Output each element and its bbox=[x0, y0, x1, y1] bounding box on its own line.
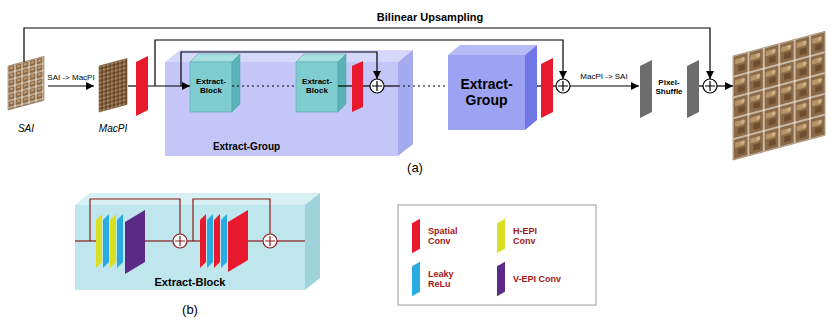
sum-node bbox=[558, 81, 568, 91]
flow-line bbox=[248, 240, 263, 241]
extract-block: Extract-Block bbox=[75, 205, 305, 290]
group-front-face bbox=[448, 55, 525, 130]
flow-line bbox=[570, 85, 639, 86]
block-front-face bbox=[296, 62, 338, 112]
extract-group: Extract-Group bbox=[448, 55, 525, 130]
block-side-face bbox=[338, 54, 346, 112]
connector bbox=[398, 85, 448, 86]
image-panel: MacPI bbox=[94, 56, 132, 134]
flow-line bbox=[277, 240, 305, 241]
group-side-face bbox=[398, 50, 413, 156]
block-side-face bbox=[232, 54, 240, 112]
legend-item: Spatial Conv bbox=[412, 218, 476, 254]
leaky-relu-layer bbox=[207, 214, 213, 268]
spatial-conv-layer bbox=[200, 214, 206, 268]
sum-node bbox=[173, 234, 187, 248]
sum-node bbox=[370, 79, 384, 93]
macpi-image bbox=[99, 58, 127, 112]
flow-line bbox=[363, 85, 370, 86]
pixel-shuffle: Pixel-Shuffle bbox=[638, 62, 700, 114]
v-epi-conv-layer bbox=[125, 210, 145, 274]
extract-block: Extract-Block bbox=[190, 62, 232, 112]
flow-line bbox=[128, 85, 136, 86]
legend-label: Spatial Conv bbox=[428, 226, 476, 246]
node-label: SAI bbox=[18, 123, 34, 134]
leaky-relu-layer bbox=[103, 214, 109, 268]
legend-swatch bbox=[497, 219, 505, 254]
flow-line bbox=[717, 85, 733, 86]
legend-item: Leaky ReLu bbox=[412, 261, 476, 297]
h-epi-conv-layer bbox=[96, 214, 102, 268]
output-image bbox=[733, 31, 825, 160]
flow-line bbox=[338, 85, 352, 86]
connector-label: SAI -> MacPI bbox=[47, 73, 94, 82]
pixel-shuffle-layer bbox=[687, 60, 699, 118]
sum-node bbox=[265, 236, 275, 246]
legend-label: H-EPI Conv bbox=[513, 226, 561, 246]
flow-line bbox=[384, 85, 398, 86]
connector bbox=[48, 85, 94, 86]
legend-label: Leaky ReLu bbox=[428, 269, 476, 289]
legend-frame bbox=[398, 205, 596, 305]
node-label: Extract-Group bbox=[450, 77, 524, 108]
panel-label: (b) bbox=[180, 302, 200, 317]
extract-block: Extract-Block bbox=[296, 62, 338, 112]
sum-node bbox=[175, 236, 185, 246]
legend-swatch bbox=[412, 219, 420, 254]
legend-label: V-EPI Conv bbox=[513, 274, 561, 284]
spatial-conv-layer bbox=[541, 58, 553, 118]
legend-swatch bbox=[412, 262, 420, 297]
block-top-face bbox=[190, 54, 240, 62]
flow-line bbox=[148, 85, 190, 86]
spatial-conv-layer bbox=[136, 56, 148, 116]
spatial-conv-layer bbox=[214, 214, 220, 268]
node-label: Extract-Block bbox=[191, 78, 231, 96]
leaky-relu-layer bbox=[117, 214, 123, 268]
legend-swatch bbox=[497, 262, 505, 297]
block-side-face bbox=[305, 193, 320, 290]
sai-image bbox=[8, 56, 44, 110]
sum-node bbox=[372, 81, 382, 91]
flow-line bbox=[187, 240, 200, 241]
node-label: MacPI bbox=[99, 123, 127, 134]
spatial-conv-layer bbox=[228, 210, 248, 272]
legend-item: V-EPI Conv bbox=[497, 261, 561, 297]
flow-line bbox=[145, 240, 173, 241]
flow-line bbox=[75, 240, 96, 241]
block-top-face bbox=[296, 54, 346, 62]
connector bbox=[232, 85, 296, 86]
sum-node bbox=[556, 79, 570, 93]
leaky-relu-layer bbox=[221, 214, 227, 268]
node-label: Extract-Block bbox=[155, 276, 226, 288]
block-front-face bbox=[190, 62, 232, 112]
spatial-conv-layer bbox=[352, 61, 363, 112]
sai-image bbox=[8, 56, 44, 110]
sum-node bbox=[705, 81, 715, 91]
h-epi-conv-layer bbox=[110, 214, 116, 268]
panel-label: (a) bbox=[405, 160, 425, 175]
flow-line bbox=[537, 85, 541, 86]
node-label: Extract-Group bbox=[213, 141, 280, 152]
sum-node bbox=[703, 79, 717, 93]
node-label: Pixel-Shuffle bbox=[652, 79, 686, 97]
output-image bbox=[733, 31, 825, 160]
title-label: Bilinear Upsampling bbox=[375, 11, 485, 23]
group-front-face bbox=[165, 62, 398, 156]
pixel-shuffle-layer bbox=[640, 60, 652, 118]
image-panel: SAI bbox=[4, 56, 48, 134]
extract-group: Extract-Group Extract-Block Extract-Block bbox=[165, 62, 398, 156]
legend-item: H-EPI Conv bbox=[497, 218, 561, 254]
sum-node bbox=[263, 234, 277, 248]
group-top-face bbox=[448, 45, 537, 55]
macpi-image bbox=[99, 58, 127, 112]
flow-label: MacPI -> SAI bbox=[578, 72, 629, 81]
node-label: Extract-Block bbox=[297, 78, 337, 96]
group-side-face bbox=[525, 45, 537, 130]
